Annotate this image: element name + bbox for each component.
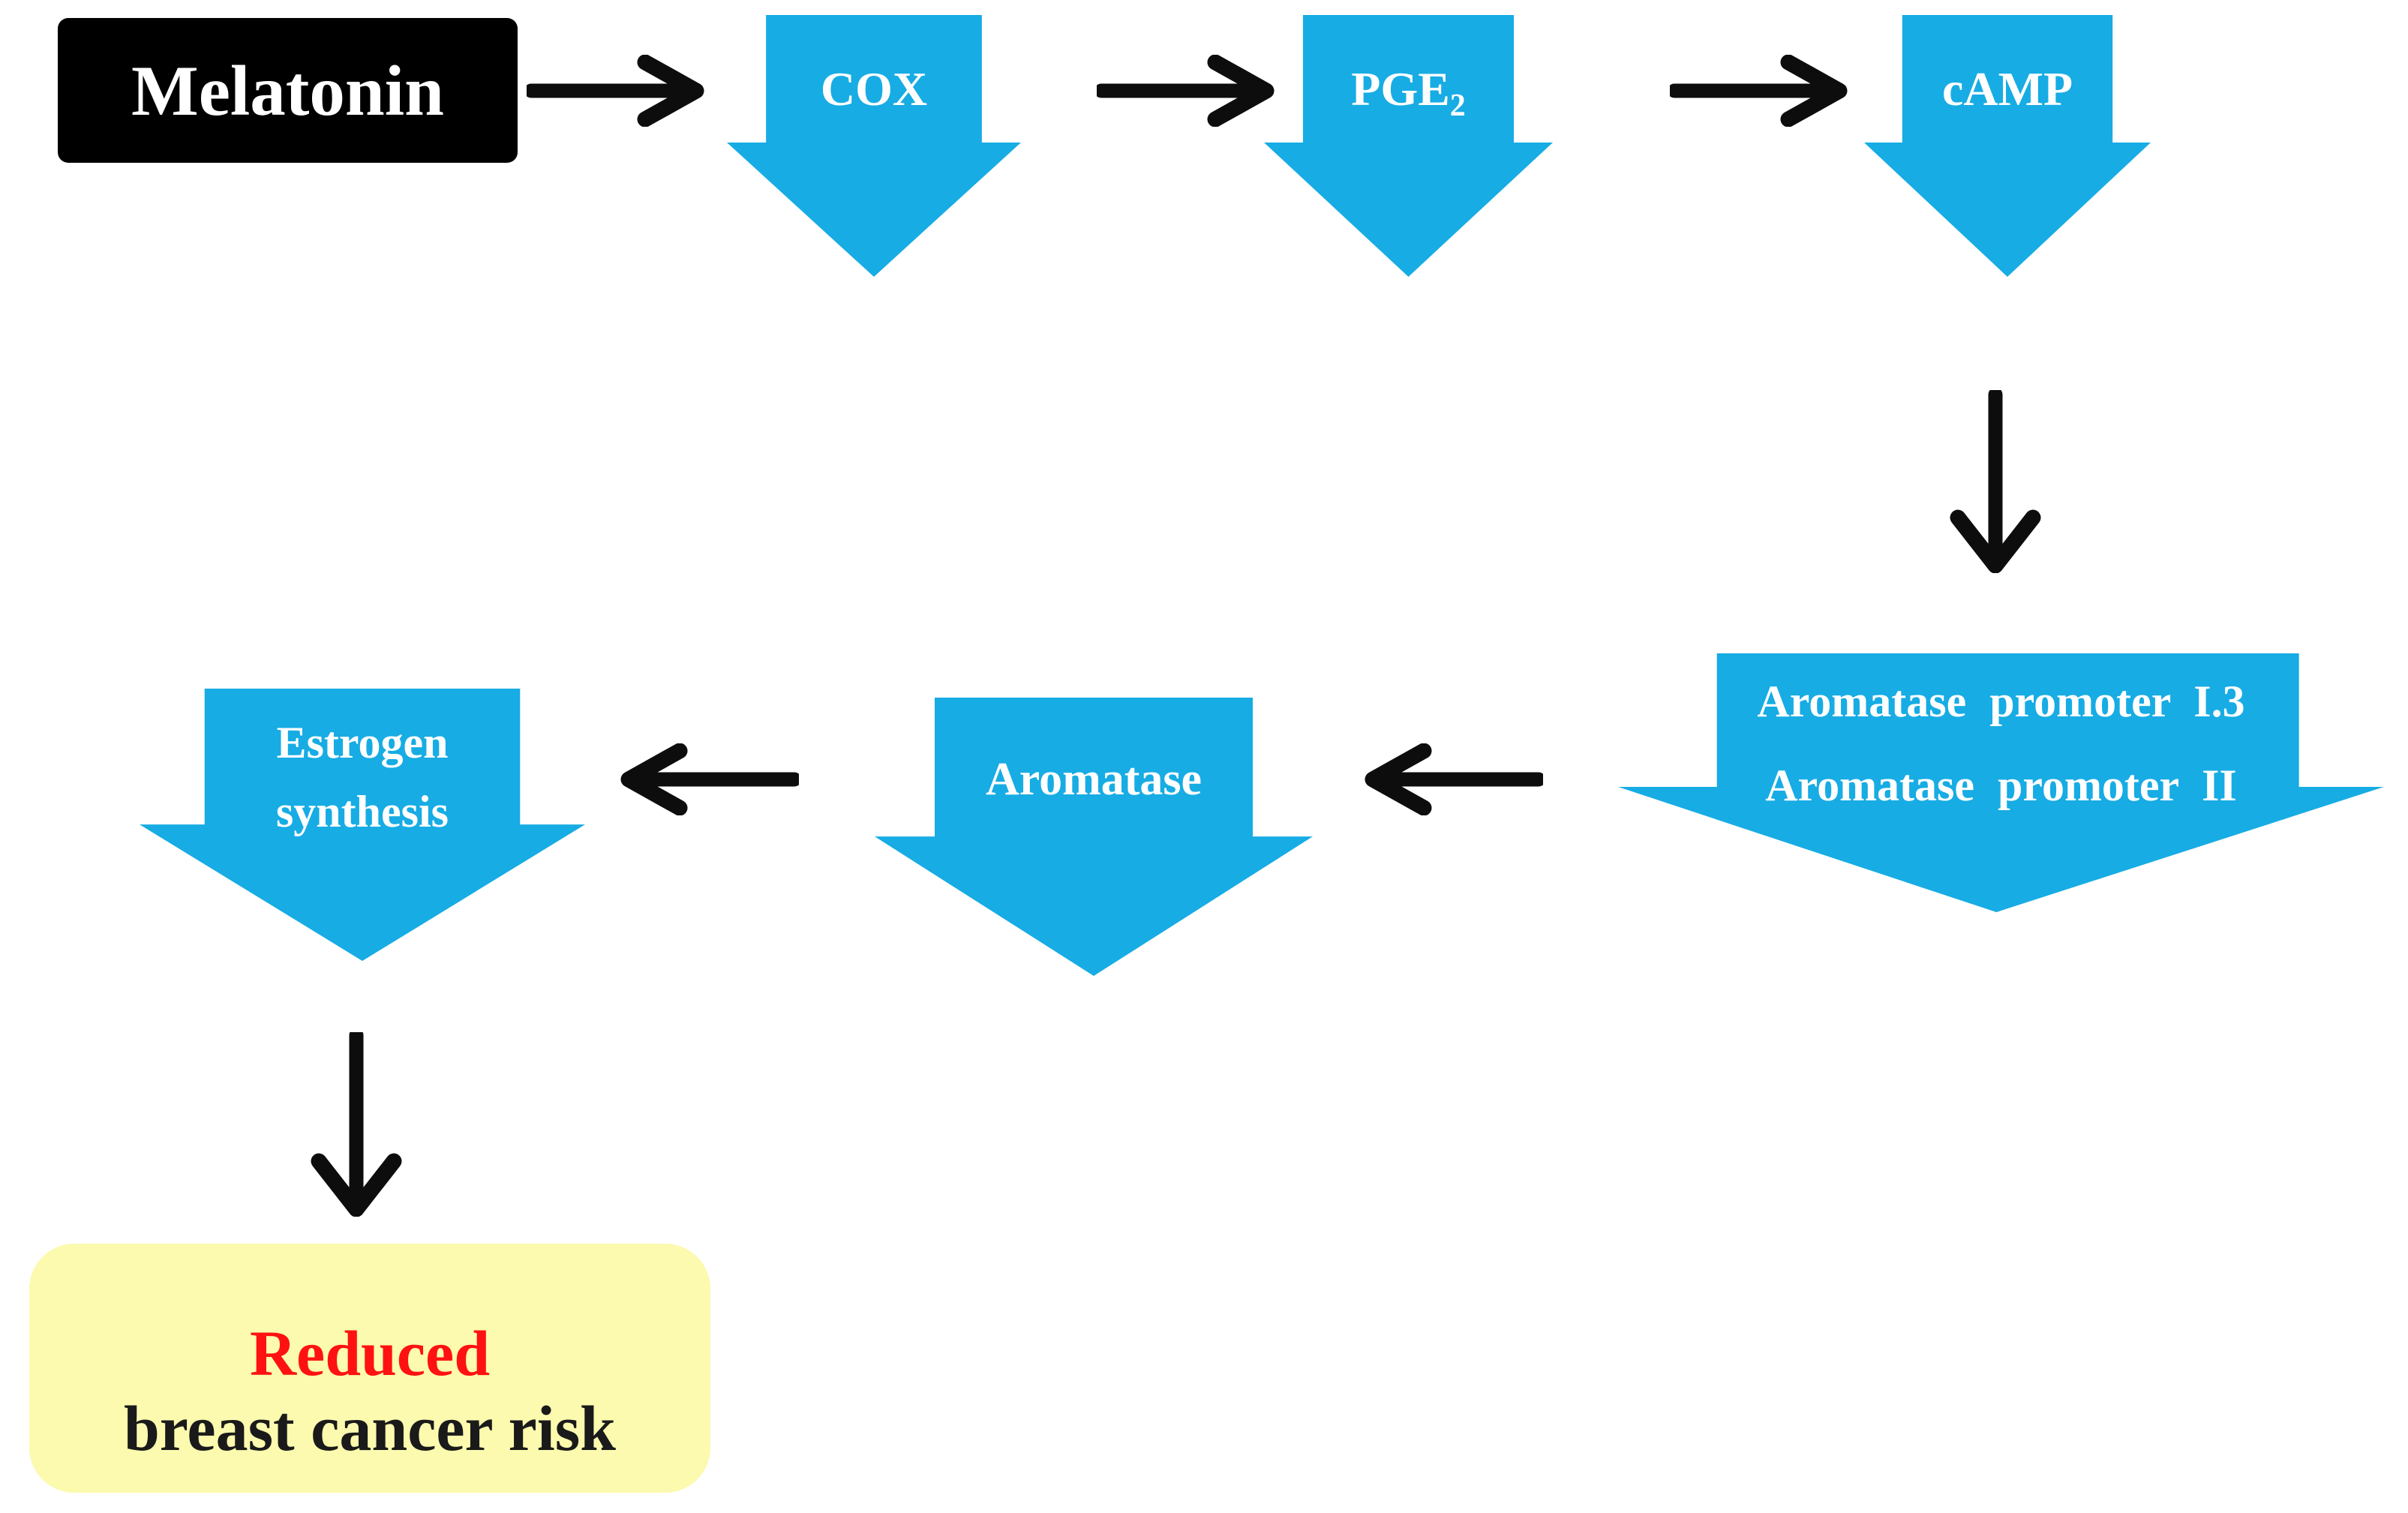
node-cox: COX [727,15,1021,277]
outcome-line-2: breast cancer risk [123,1392,617,1464]
node-aromatase-promoters: Aromatase promoter I.3 Aromatase promote… [1618,653,2384,912]
promoter-line-1: Aromatase promoter I.3 [1757,677,2245,726]
camp-label: cAMP [1941,62,2073,116]
pge2-subscript: 2 [1449,89,1466,123]
estrogen-line-1: Estrogen [276,718,449,767]
arrow-promoters-to-aromatase-icon [1365,743,1543,815]
promoter-line-2: Aromatase promoter II [1765,761,2237,810]
cox-label: COX [820,62,928,116]
node-pge2: PGE2 [1264,15,1553,277]
melatonin-label: Melatonin [131,50,444,131]
arrow-cox-to-pge2-icon [1097,55,1275,127]
node-estrogen-synthesis: Estrogen synthesis [140,689,585,961]
outcome-line-1: Reduced [249,1317,491,1389]
node-aromatase: Aromatase [875,698,1313,976]
arrow-aromatase-to-estrogen-icon [620,743,799,815]
node-camp: cAMP [1864,15,2151,277]
arrow-estrogen-to-outcome-icon [311,1032,402,1217]
estrogen-line-2: synthesis [275,787,449,836]
node-melatonin: Melatonin [58,18,518,163]
pge2-label: PGE2 [1351,62,1466,123]
node-reduced-breast-cancer-risk: Reduced breast cancer risk [29,1244,710,1493]
arrow-camp-to-promoters-icon [1950,390,2041,573]
aromatase-label: Aromatase [985,754,1202,805]
arrow-pge2-to-camp-icon [1670,55,1848,127]
arrow-melatonin-to-cox-icon [527,55,704,127]
